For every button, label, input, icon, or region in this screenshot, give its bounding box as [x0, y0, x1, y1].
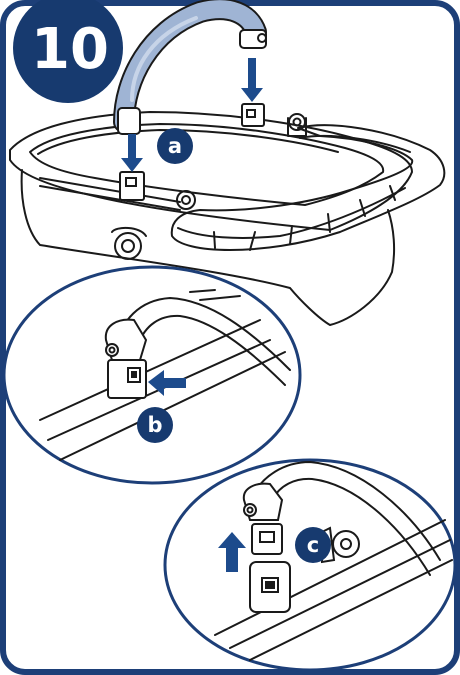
step-number: 10 — [31, 17, 109, 82]
step-badge: 10 — [13, 0, 123, 103]
arrow-right-icon — [148, 370, 186, 396]
callout-b-label: b — [147, 413, 162, 437]
carry-handle — [113, 0, 267, 135]
arrow-down-icon — [121, 134, 143, 172]
handle-sockets — [119, 103, 265, 201]
carrycot-basket — [9, 111, 446, 326]
detail-b: b — [2, 265, 302, 485]
detail-c: c — [163, 458, 457, 672]
arrow-up-icon — [218, 532, 246, 572]
callout-b: b — [137, 407, 173, 443]
callout-c-label: c — [307, 533, 319, 557]
callout-a-label: a — [168, 134, 182, 158]
arrow-down-icon — [241, 58, 263, 102]
callout-c: c — [295, 527, 331, 563]
callout-a: a — [157, 128, 193, 164]
